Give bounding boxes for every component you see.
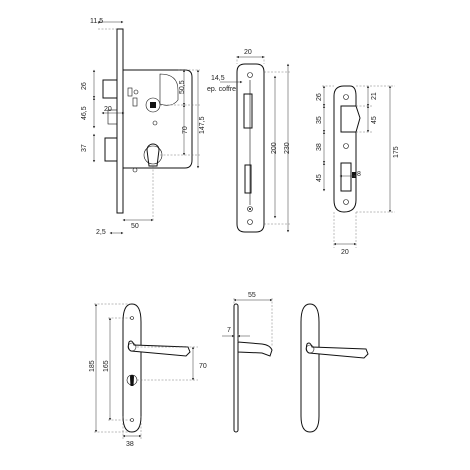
dim-label: 50	[131, 223, 139, 230]
dim-label: 20	[341, 249, 349, 256]
dim-label: 26	[316, 93, 323, 101]
dim-label: 55	[248, 292, 256, 299]
mortise-lock-view: 11,5 26 46,5 20 37 2,5 50 50,5 70 147,5	[81, 18, 206, 236]
dim-label: 11,5	[90, 18, 103, 25]
strike-latch-opening	[340, 105, 361, 133]
dim-label: 37	[81, 144, 88, 152]
faceplate-screw-center	[249, 208, 251, 210]
dim-label: 175	[393, 146, 400, 158]
strike-tab	[352, 172, 356, 178]
screw-hole	[152, 120, 158, 126]
faceplate-view: 20 14,5 ep. coffre 200 230	[207, 49, 291, 233]
handle-backplate	[122, 303, 142, 433]
handle-side-lever	[237, 341, 273, 357]
dim-label: 185	[89, 360, 96, 372]
dim-label: 20	[244, 49, 252, 56]
follower-square	[150, 102, 156, 108]
strike-screw-hole	[343, 199, 349, 205]
dim-label: 8	[357, 171, 361, 178]
dim-label: 7	[227, 327, 231, 334]
tumbler	[132, 97, 138, 107]
dim-label: 147,5	[199, 116, 206, 134]
dim-label: 35	[316, 116, 323, 124]
faceplate-screw-hole	[247, 219, 253, 225]
handle-back-view	[300, 303, 369, 433]
dim-label: 230	[284, 142, 291, 154]
dim-label: 50,5	[179, 80, 186, 94]
dim-label: 38	[126, 441, 134, 448]
dim-label: 20	[104, 106, 112, 113]
dim-label: 70	[182, 126, 189, 134]
strike-screw-hole	[343, 94, 349, 100]
latch-bolt	[102, 79, 118, 99]
dim-label: 38	[316, 143, 323, 151]
dim-label: 45	[371, 116, 378, 124]
handle-front-view: 185 165 70 38	[89, 303, 207, 448]
bolt-guide	[107, 109, 118, 125]
dim-label: 200	[271, 142, 278, 154]
faceplate-screw-hole	[247, 72, 253, 78]
dim-label: 70	[199, 363, 207, 370]
dim-label: 21	[371, 92, 378, 100]
handle-side-view: 55 7	[222, 292, 273, 433]
screw-hole	[133, 89, 139, 95]
faceplate-latch-slot	[243, 93, 253, 129]
tumbler	[127, 87, 133, 97]
faceplate-bolt-slot	[244, 164, 252, 194]
lock-front-plate	[116, 28, 124, 214]
handle-lever	[127, 340, 191, 357]
dim-label: 26	[81, 82, 88, 90]
strike-bolt-opening	[340, 162, 352, 192]
lock-case	[122, 69, 193, 169]
dim-label: 46,5	[81, 106, 88, 120]
strike-plate-outline	[333, 85, 357, 213]
handle-back-lever	[305, 342, 369, 359]
strike-screw-hole	[343, 143, 349, 149]
handle-back-rose	[305, 344, 315, 354]
keyhole-cylinder	[146, 143, 160, 167]
handle-side-plate	[233, 303, 239, 433]
strike-plate-view: 26 35 38 45 21 45 175 8 20	[316, 85, 400, 256]
screw-hole	[132, 167, 138, 173]
handle-keyhole	[130, 375, 134, 386]
dead-bolt	[104, 137, 118, 162]
handle-back-plate	[300, 303, 320, 433]
dim-label-note: ep. coffre	[207, 86, 236, 93]
faceplate-screw-hole	[247, 206, 253, 212]
dim-label: 165	[103, 360, 110, 372]
handle-rose	[127, 342, 137, 352]
dim-label: 2,5	[96, 229, 106, 236]
dim-label: 14,5	[211, 75, 225, 82]
dim-label: 45	[316, 174, 323, 182]
